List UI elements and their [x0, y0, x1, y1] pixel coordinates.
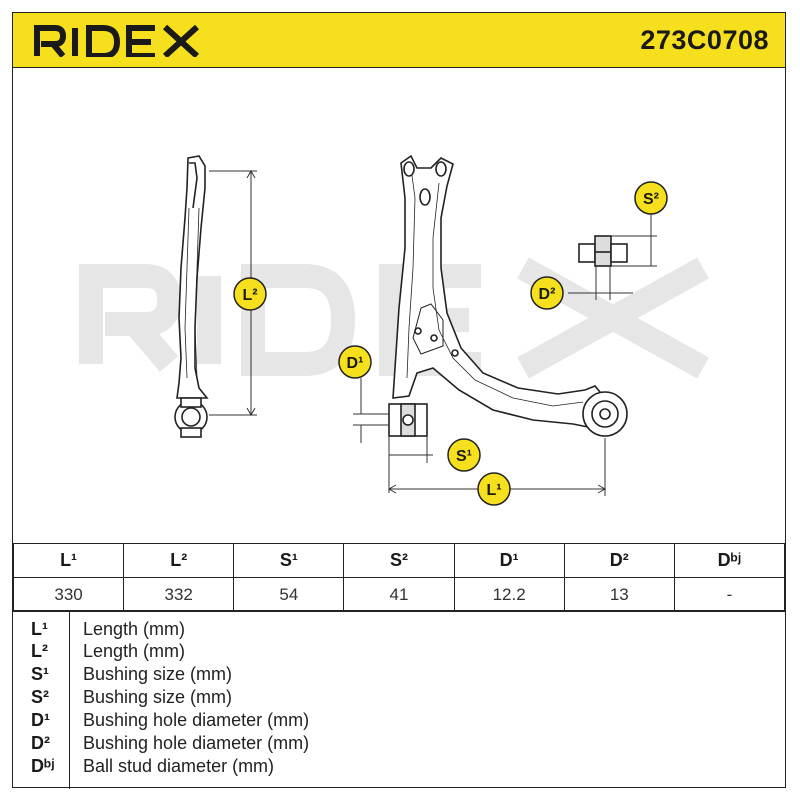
part-number: 273C0708 [640, 25, 769, 55]
spec-value-cell: 330 [12, 577, 125, 612]
legend-row: D¹ Bushing hole diameter (mm) [13, 710, 785, 732]
spec-value-cell: 12.2 [453, 577, 565, 612]
technical-drawing: L² S² D² D¹ S¹ [13, 68, 785, 543]
spec-header-cell: L² [123, 543, 235, 578]
spec-value-cell: 13 [563, 577, 675, 612]
main-arm [388, 154, 628, 437]
dimension-labels: L² S² D² D¹ S¹ [233, 181, 668, 506]
legend-row: L² Length (mm) [13, 641, 785, 663]
side-view-arm [174, 155, 209, 438]
label-l1: L¹ [477, 472, 511, 506]
spec-header-cell: Dᵇʲ [673, 543, 786, 578]
spec-header-cell: S¹ [233, 543, 345, 578]
spec-table: L¹ L² S¹ S² D¹ D² Dᵇʲ 330 332 54 41 12.2… [12, 543, 786, 612]
ridex-logo-graphic [34, 24, 200, 57]
s1-dimension [388, 436, 433, 493]
s2-d2-dimension [568, 208, 657, 300]
label-s2: S² [634, 181, 668, 215]
legend-description: Bushing hole diameter (mm) [83, 710, 310, 730]
legend-row: L¹ Length (mm) [13, 619, 785, 641]
ridex-logo [33, 23, 203, 57]
label-l1-text: L¹ [486, 482, 501, 499]
legend-symbol: D² [31, 733, 50, 753]
label-l2-text: L² [242, 287, 257, 304]
spec-value-cell: 41 [343, 577, 455, 612]
label-s1: S¹ [447, 438, 481, 472]
label-d2-text: D² [539, 286, 556, 303]
legend-symbol: L² [31, 641, 48, 661]
legend-row: S² Bushing size (mm) [13, 687, 785, 709]
spec-header-cell: D² [563, 543, 675, 578]
legend-description: Bushing size (mm) [83, 664, 233, 684]
spec-value-cell: 332 [123, 577, 235, 612]
control-arm-drawing: L² S² D² D¹ S¹ [79, 154, 709, 506]
spec-header-cell: L¹ [12, 543, 125, 578]
spec-value-cell: 54 [233, 577, 345, 612]
spec-header-cell: S² [343, 543, 455, 578]
legend-symbol: Dᵇʲ [31, 756, 55, 776]
bushing-detail [578, 235, 628, 267]
product-sheet: 273C0708 [12, 12, 786, 789]
legend-row: Dᵇʲ Ball stud diameter (mm) [13, 756, 785, 778]
legend-description: Length (mm) [83, 641, 186, 661]
legend-symbol: L¹ [31, 619, 48, 639]
label-l2: L² [233, 277, 267, 311]
legend-description: Length (mm) [83, 619, 186, 639]
legend-symbol: S² [31, 687, 49, 707]
spec-header-row: L¹ L² S¹ S² D¹ D² Dᵇʲ [12, 543, 786, 578]
legend-description: Bushing hole diameter (mm) [83, 733, 310, 753]
legend-description: Bushing size (mm) [83, 687, 233, 707]
legend-divider [69, 611, 70, 789]
legend-symbol: D¹ [31, 710, 50, 730]
legend-description: Ball stud diameter (mm) [83, 756, 275, 776]
d1-dimension [353, 378, 389, 443]
header-bar: 273C0708 [13, 13, 785, 68]
legend-row: D² Bushing hole diameter (mm) [13, 733, 785, 755]
legend-row: S¹ Bushing size (mm) [13, 664, 785, 686]
label-s2-text: S² [643, 191, 659, 208]
label-d2: D² [530, 276, 564, 310]
spec-value-row: 330 332 54 41 12.2 13 - [12, 577, 786, 612]
legend-symbol: S¹ [31, 664, 49, 684]
spec-value-cell: - [673, 577, 786, 612]
label-d1-text: D¹ [347, 355, 364, 372]
legend: L¹ Length (mm) L² Length (mm) S¹ Bushing… [13, 610, 785, 789]
label-d1: D¹ [338, 345, 372, 379]
spec-header-cell: D¹ [453, 543, 565, 578]
label-s1-text: S¹ [456, 448, 472, 465]
